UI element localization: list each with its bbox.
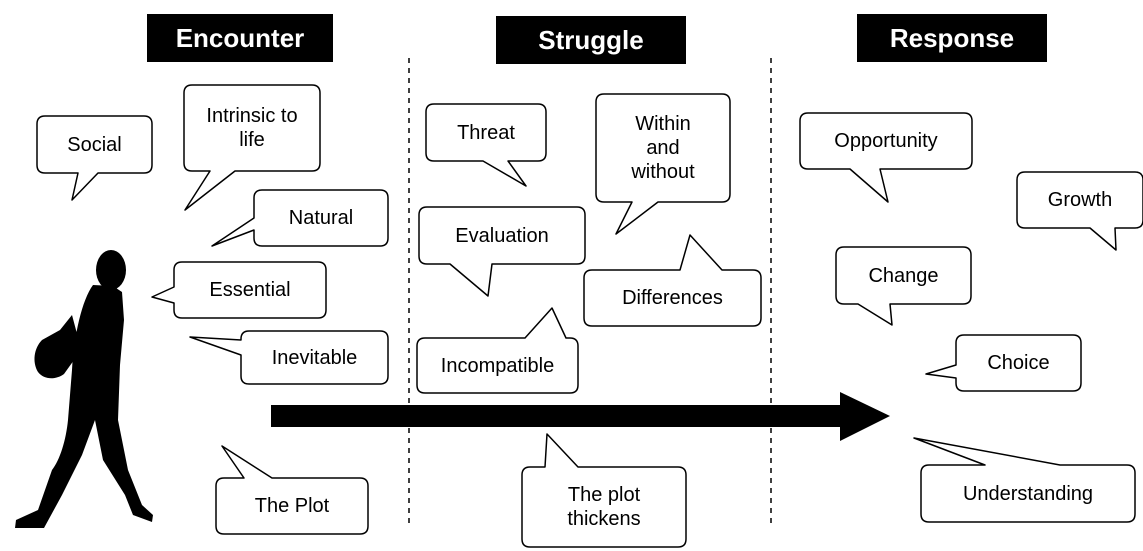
bubble-essential: Essential <box>209 279 291 301</box>
bubble-differences: Differences <box>622 287 723 309</box>
header-encounter: Encounter <box>147 14 333 62</box>
bubble-inevitable: Inevitable <box>271 346 358 369</box>
header-response: Response <box>857 14 1047 62</box>
walking-person-silhouette <box>15 250 153 528</box>
bubble-evaluation: Evaluation <box>455 224 549 247</box>
header-struggle: Struggle <box>496 16 686 64</box>
bubble-social: Social <box>67 133 122 156</box>
bubble-change: Change <box>868 264 939 287</box>
bubble-choice: Choice <box>987 352 1050 374</box>
bubble-the-plot-thickens: The plot thickens <box>567 484 641 530</box>
speech-bubbles <box>36 84 1143 548</box>
progress-arrow <box>271 392 890 441</box>
bubble-threat: Threat <box>457 121 515 144</box>
bubble-incompatible: Incompatible <box>440 354 555 377</box>
bubble-natural: Natural <box>288 207 354 229</box>
bubble-understanding: Understanding <box>962 482 1094 505</box>
bubble-intrinsic-to-life: Intrinsic to life <box>206 105 298 151</box>
bubble-opportunity: Opportunity <box>834 130 938 152</box>
bubble-the-plot: The Plot <box>254 495 330 517</box>
bubble-growth: Growth <box>1047 189 1113 211</box>
bubble-within-and-without: Within and without <box>631 113 695 183</box>
